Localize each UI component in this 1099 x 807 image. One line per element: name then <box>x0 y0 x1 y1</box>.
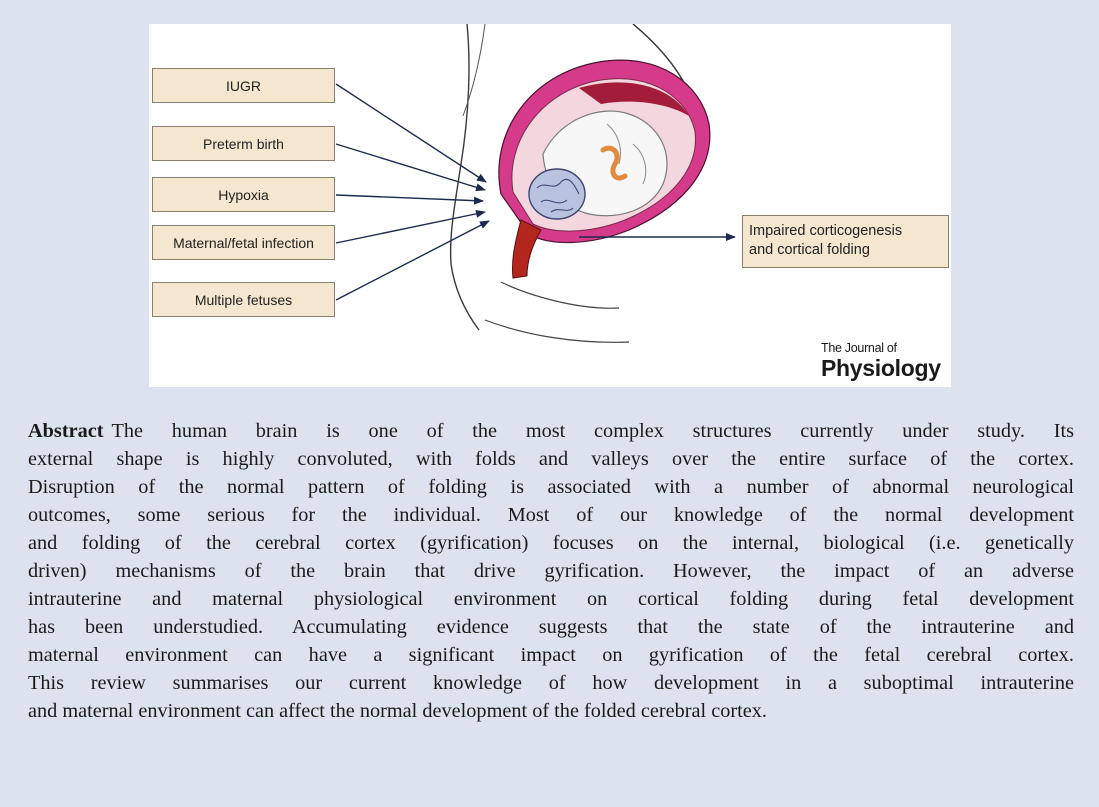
abstract-line: and maternal environment can affect the … <box>28 697 1074 725</box>
journal-logo: The Journal of Physiology <box>821 341 951 381</box>
abstract-line: outcomes, some serious for the individua… <box>28 501 1074 529</box>
journal-logo-line2: Physiology <box>821 355 951 381</box>
abdomen-outline <box>451 24 479 330</box>
abstract-line: Disruption of the normal pattern of fold… <box>28 473 1074 501</box>
journal-logo-line1: The Journal of <box>821 341 951 355</box>
abstract-line: maternal environment can have a signific… <box>28 641 1074 669</box>
outcome-line: Impaired corticogenesis <box>749 222 940 241</box>
abstract-line: This review summarises our current knowl… <box>28 669 1074 697</box>
factor-label: IUGR <box>226 78 261 94</box>
abstract-line: external shape is highly convoluted, wit… <box>28 445 1074 473</box>
factor-label: Maternal/fetal infection <box>173 235 314 251</box>
abstract-line-text: The human brain is one of the most compl… <box>111 420 1074 442</box>
arrow-multiple-fetuses <box>336 221 489 300</box>
fetal-brain <box>529 169 585 219</box>
abstract-text: Abstract The human brain is one of the mo… <box>28 417 1074 725</box>
abstract-line: Abstract The human brain is one of the mo… <box>28 417 1074 445</box>
outcome-line: and cortical folding <box>749 241 940 260</box>
abstract-line: and folding of the cerebral cortex (gyri… <box>28 529 1074 557</box>
factor-label: Hypoxia <box>218 187 269 203</box>
abdomen-contour-line <box>463 24 485 116</box>
abstract-label: Abstract <box>28 420 103 442</box>
factor-box-iugr: IUGR <box>152 68 335 103</box>
belly-base-line <box>485 320 629 342</box>
abstract-line: has been understudied. Accumulating evid… <box>28 613 1074 641</box>
factor-box-infection: Maternal/fetal infection <box>152 225 335 260</box>
factor-label: Multiple fetuses <box>195 292 292 308</box>
graphical-abstract-figure: IUGR Preterm birth Hypoxia Maternal/feta… <box>149 24 951 387</box>
factor-box-multiple-fetuses: Multiple fetuses <box>152 282 335 317</box>
abstract-line: driven) mechanisms of the brain that dri… <box>28 557 1074 585</box>
factor-box-preterm-birth: Preterm birth <box>152 126 335 161</box>
outcome-box: Impaired corticogenesis and cortical fol… <box>742 215 949 268</box>
arrow-infection <box>336 212 485 243</box>
abstract-line: intrauterine and maternal physiological … <box>28 585 1074 613</box>
factor-box-hypoxia: Hypoxia <box>152 177 335 212</box>
factor-label: Preterm birth <box>203 136 284 152</box>
arrow-hypoxia <box>336 195 483 201</box>
belly-lower-line <box>501 282 619 308</box>
cervix <box>512 220 541 278</box>
